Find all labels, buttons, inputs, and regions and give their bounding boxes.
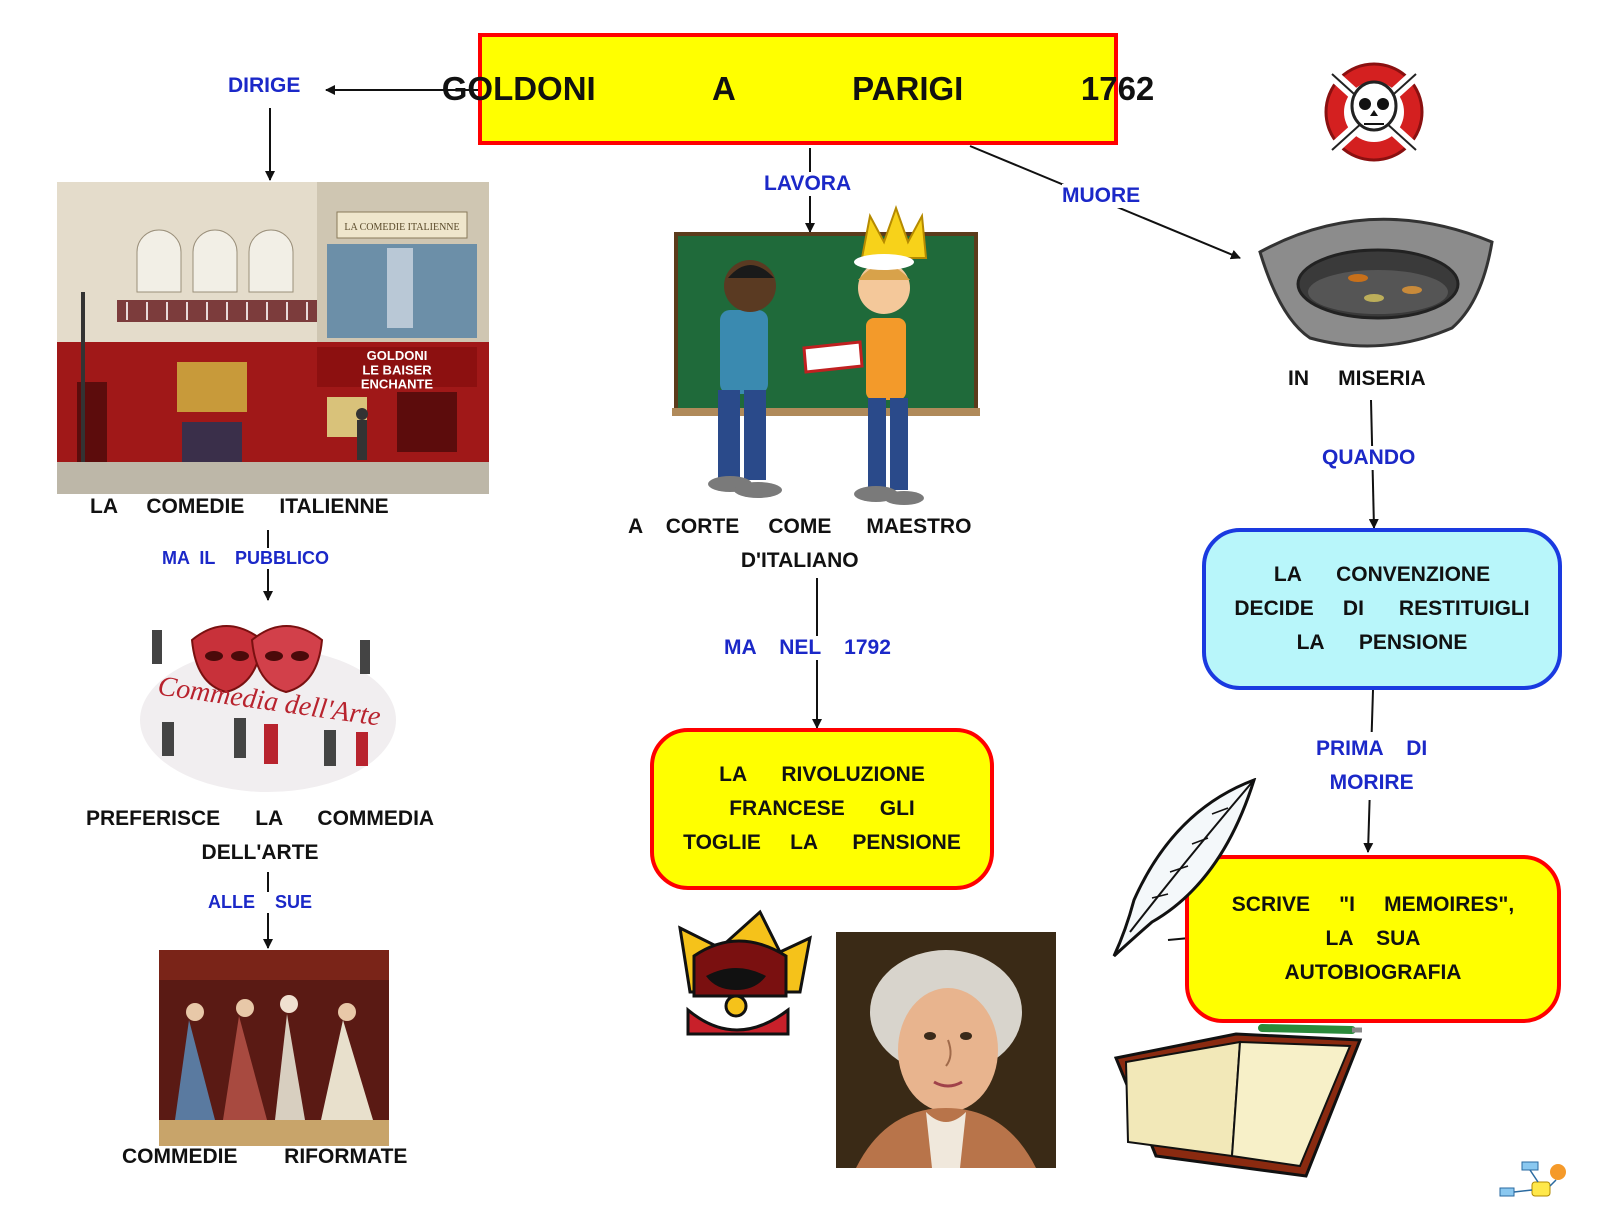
node-a-corte: A CORTE COME MAESTRO D'ITALIANO <box>628 515 972 572</box>
title-box: GOLDONI A PARIGI 1762 <box>442 33 1154 145</box>
box-memoires: SCRIVE "I MEMOIRES", LA SUA AUTOBIOGRAFI… <box>1185 855 1561 1023</box>
box-memoires-text: SCRIVE "I MEMOIRES", LA SUA AUTOBIOGRAFI… <box>1231 893 1515 984</box>
box-rivoluzione: LA RIVOLUZIONE FRANCESE GLI TOGLIE LA PE… <box>650 728 994 890</box>
link-label-ma-il-pubblico: MA IL PUBBLICO <box>162 548 330 569</box>
link-label-ma-nel-1792: MA NEL 1792 <box>724 636 891 660</box>
node-preferisce: PREFERISCE LA COMMEDIA DELL'ARTE <box>86 807 435 864</box>
skull-crossbones-icon <box>1314 54 1434 168</box>
commedia-dellarte-logo: Commedia dell'Arte <box>134 600 402 796</box>
link-label-alle-sue: ALLE SUE <box>208 892 313 913</box>
node-comedie-italienne: LA COMEDIE ITALIENNE <box>90 495 389 518</box>
theatre-sign-1: LA COMEDIE ITALIENNE <box>344 222 459 233</box>
node-commedie-riformate: COMMEDIE RIFORMATE <box>122 1145 408 1168</box>
box-rivoluzione-text: LA RIVOLUZIONE FRANCESE GLI TOGLIE LA PE… <box>683 763 961 854</box>
crown-mask-cartoon <box>660 898 816 1046</box>
title-text: GOLDONI A PARIGI 1762 <box>441 70 1155 107</box>
quill-pen-icon <box>1108 778 1258 958</box>
box-convenzione-text: LA CONVENZIONE DECIDE DI RESTITUIGLI LA … <box>1234 563 1530 654</box>
stage-performance-photo <box>159 950 389 1146</box>
open-book-icon <box>1112 1008 1364 1182</box>
box-convenzione: LA CONVENZIONE DECIDE DI RESTITUIGLI LA … <box>1202 528 1562 690</box>
teacher-king-cartoon <box>672 200 980 512</box>
mindmap-logo-icon <box>1498 1158 1570 1204</box>
link-label-dirige: DIRIGE <box>228 74 301 98</box>
link-label-lavora: LAVORA <box>764 172 852 196</box>
link-label-quando: QUANDO <box>1322 446 1416 470</box>
empty-hat-image <box>1254 204 1498 350</box>
goldoni-portrait <box>836 932 1056 1168</box>
link-label-prima-di-morire: PRIMA DI MORIRE <box>1316 732 1428 800</box>
link-label-muore: MUORE <box>1062 184 1141 208</box>
node-in-miseria: IN MISERIA <box>1288 367 1426 390</box>
